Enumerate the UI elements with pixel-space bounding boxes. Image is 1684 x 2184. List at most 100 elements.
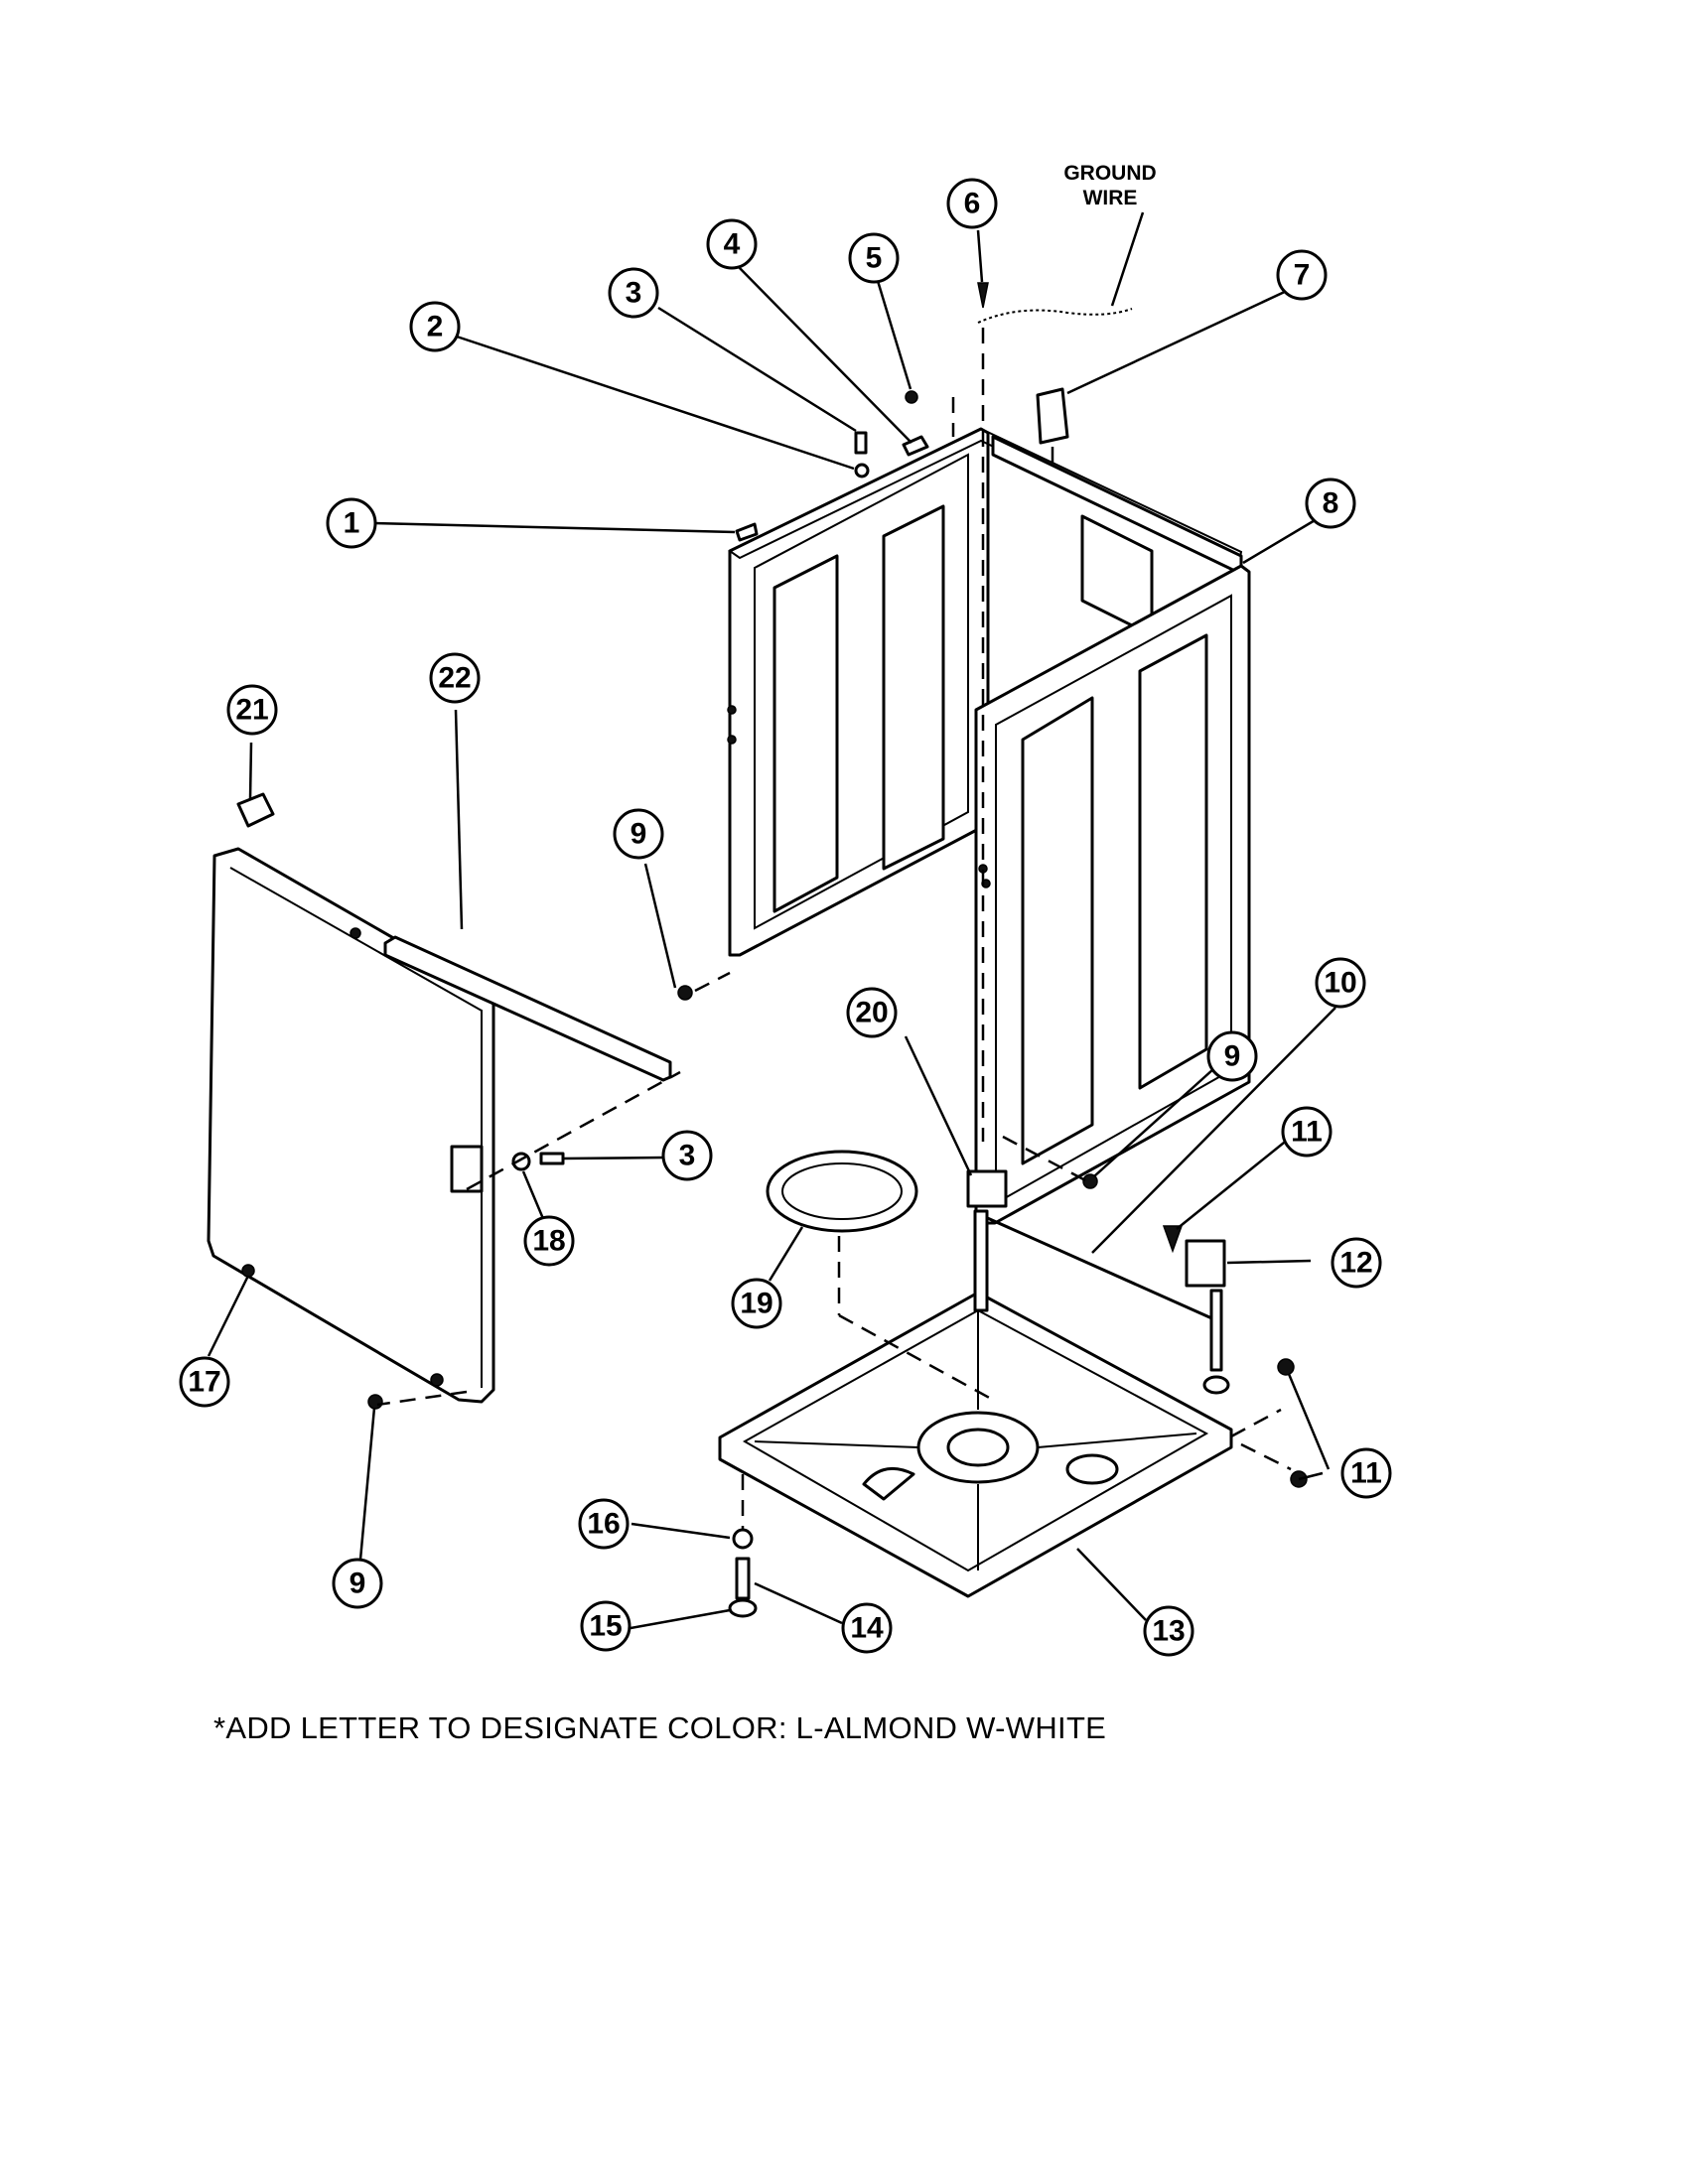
ground-wire [977, 308, 1133, 324]
ground-wire-label-line1: GROUND [1063, 162, 1156, 185]
callout-19: 19 [731, 1278, 782, 1329]
ground-wire-label-line2: WIRE [1083, 187, 1138, 209]
part-6-screw [977, 282, 989, 309]
leader-9-lower [358, 1407, 376, 1561]
cabinet-recess-a [772, 554, 839, 913]
callout-17: 17 [179, 1356, 230, 1408]
part-5-screw [905, 390, 918, 404]
svg-text:4: 4 [724, 228, 741, 261]
leader-11-top [1176, 1138, 1290, 1230]
callout-21: 21 [226, 684, 278, 736]
callouts: 1 2 3 4 5 6 7 8 9 9 9 10 11 11 12 13 14 … [179, 178, 1392, 1657]
callout-5: 5 [848, 232, 900, 284]
svg-text:10: 10 [1324, 967, 1356, 1000]
cabinet-right-recess-a [1021, 696, 1094, 1165]
clip-part [236, 792, 275, 828]
svg-text:7: 7 [1294, 259, 1311, 292]
leader-9-upper [643, 863, 677, 989]
part-12-bracket [1185, 1239, 1226, 1288]
alignment-line [376, 1390, 468, 1407]
part-19-ring [766, 1150, 918, 1233]
leader-21 [248, 742, 253, 800]
leader-ground [1110, 211, 1145, 307]
front-panel-hole [350, 927, 361, 939]
leader-1 [372, 521, 736, 534]
part-11-screw [1277, 1358, 1295, 1376]
part-10-rod-end [973, 1209, 989, 1312]
svg-text:16: 16 [587, 1508, 620, 1541]
leveling-leg [1209, 1289, 1223, 1372]
leader-12 [1226, 1259, 1312, 1265]
base-opening [1065, 1453, 1119, 1485]
part-16-nut [732, 1528, 754, 1550]
base-part [718, 1291, 1233, 1598]
cabinet-back-left-inner [754, 453, 969, 930]
part-1-clip [735, 522, 759, 542]
callout-20: 20 [846, 987, 898, 1038]
part-14-bolt [735, 1557, 751, 1600]
leader-11-bottom-b [1298, 1471, 1324, 1481]
cabinet-part [727, 427, 1251, 1225]
svg-text:11: 11 [1350, 1457, 1382, 1490]
callout-2: 2 [409, 301, 461, 352]
callout-9-lower: 9 [332, 1558, 383, 1609]
alignment-line [838, 1313, 994, 1402]
callout-9-upper: 9 [613, 808, 664, 860]
alignment-line [694, 971, 731, 993]
svg-text:9: 9 [1224, 1040, 1241, 1073]
ground-wire-label: GROUND WIRE [1063, 162, 1156, 209]
svg-text:1: 1 [344, 507, 360, 540]
part-9-screw [1082, 1173, 1098, 1189]
part-11-screw [1162, 1225, 1184, 1254]
callout-13: 13 [1143, 1605, 1194, 1657]
leader-16 [631, 1522, 731, 1540]
callout-3-top: 3 [608, 267, 659, 319]
base-opening [862, 1466, 915, 1501]
part-3-screw-side [539, 1152, 565, 1165]
cabinet-recess-b [882, 504, 945, 871]
alignment-line [1240, 1442, 1292, 1471]
base-hub-inner [946, 1428, 1010, 1467]
svg-text:13: 13 [1152, 1615, 1185, 1648]
leader-2 [456, 335, 855, 471]
leader-lines [207, 211, 1336, 1630]
callout-3-side: 3 [661, 1130, 713, 1181]
callout-1: 1 [326, 497, 377, 549]
front-panel [207, 847, 495, 1404]
svg-text:20: 20 [855, 997, 888, 1029]
cabinet-hole [727, 735, 737, 745]
alignment-line [1002, 1135, 1088, 1183]
leader-5 [876, 280, 912, 390]
leader-9-right [1093, 1068, 1214, 1177]
leader-14 [754, 1581, 843, 1625]
leader-22 [454, 709, 464, 930]
callout-16: 16 [578, 1498, 630, 1550]
callout-7: 7 [1276, 249, 1328, 301]
base-rib [1037, 1433, 1197, 1448]
callout-11-bottom: 11 [1340, 1447, 1392, 1499]
part-7-bracket [1036, 387, 1069, 445]
part-4-pad [902, 435, 929, 457]
part-9-screw [677, 985, 693, 1001]
part-2-nut [854, 463, 870, 478]
callout-4: 4 [706, 218, 758, 270]
part-9-screw [367, 1394, 383, 1410]
base-frame-inner [742, 1308, 1209, 1572]
svg-text:2: 2 [427, 311, 444, 343]
color-footnote: *ADD LETTER TO DESIGNATE COLOR: L-ALMOND… [213, 1710, 1107, 1745]
svg-text:22: 22 [438, 662, 471, 695]
svg-text:19: 19 [740, 1288, 772, 1320]
callout-22: 22 [429, 652, 481, 704]
svg-text:3: 3 [679, 1140, 696, 1172]
leader-8 [1242, 514, 1323, 565]
leader-6 [976, 229, 984, 283]
front-panel-part [207, 847, 495, 1404]
leader-7 [1066, 288, 1290, 395]
leader-3-side [561, 1156, 664, 1160]
svg-text:5: 5 [866, 242, 883, 275]
alignment-line [466, 1070, 681, 1191]
callout-12: 12 [1331, 1237, 1382, 1289]
part-15-foot [728, 1598, 758, 1618]
svg-text:15: 15 [589, 1610, 622, 1643]
hardware [367, 282, 1308, 1618]
